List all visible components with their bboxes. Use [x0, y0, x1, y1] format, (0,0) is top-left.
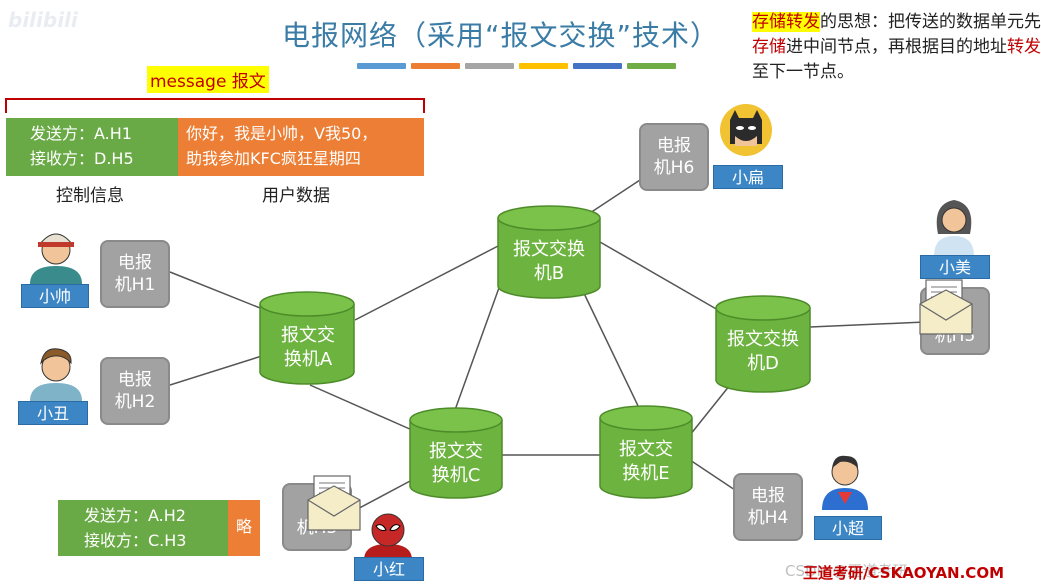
control-info-caption: 控制信息 [56, 186, 124, 206]
host-h1-line2: 机H1 [114, 275, 156, 295]
switch-a-cylinder [259, 291, 355, 385]
link-e-d [689, 384, 731, 436]
switch-c-label: 报文交 换机C [410, 440, 502, 488]
envelope-icon-h5 [919, 279, 973, 335]
host-h2[interactable]: 电报机H2 [100, 357, 170, 425]
control-receiver: 接收方：D.H5 [30, 149, 134, 168]
bilibili-logo: bilibili [8, 8, 78, 32]
message2-receiver: 接收方：C.H3 [84, 531, 187, 550]
xiaohong-avatar [364, 513, 412, 560]
switch-a-line2: 换机A [283, 349, 333, 370]
message2-control-box: 发送方：A.H2 接收方：C.H3 [58, 500, 228, 556]
user-data-caption: 用户数据 [262, 186, 330, 206]
title-bar-gray [465, 63, 514, 69]
link-a-b [354, 244, 501, 321]
message-bracket [5, 98, 425, 113]
link-h1-a [169, 271, 266, 311]
switch-e-cylinder [599, 405, 693, 499]
link-b-e [579, 284, 641, 411]
switch-d-label: 报文交换 机D [716, 328, 810, 376]
user-data-box: 你好，我是小帅，V我50， 助我参加KFC疯狂星期四 [178, 118, 424, 176]
desc-text-1: 的思想：把传送的数据单元先 [820, 12, 1041, 32]
xiaochao-avatar [822, 455, 868, 510]
highlight-store-forward: 存储转发 [752, 12, 820, 32]
switch-d-line1: 报文交换 [727, 329, 799, 350]
nametag-xiaobian: 小扁 [713, 165, 783, 189]
host-h4[interactable]: 电报机H4 [733, 473, 803, 541]
host-h6-line1: 电报 [656, 136, 691, 156]
link-a-c [309, 384, 413, 431]
desc-text-3: 至下一节点。 [752, 62, 854, 82]
switch-b-cylinder [497, 205, 601, 299]
envelope-icon-h3 [307, 475, 361, 531]
title-bar-orange [411, 63, 460, 69]
desc-red-forward: 转发 [1007, 37, 1041, 57]
xiaoshuai-avatar [30, 233, 82, 284]
link-e-h4 [689, 459, 736, 491]
switch-e-line1: 报文交 [619, 439, 673, 460]
nametag-xiaomei: 小美 [920, 255, 990, 279]
switch-d-line2: 机D [747, 353, 779, 374]
site-credit: 王道考研/CSKAOYAN.COM [803, 564, 1004, 582]
switch-b-line1: 报文交换 [513, 239, 585, 260]
switch-a-line1: 报文交 [281, 325, 335, 346]
switch-b-line2: 机B [533, 263, 565, 284]
message2-omitted-box: 略 [228, 500, 260, 556]
host-h2-line2: 机H2 [114, 392, 156, 412]
link-d-h5 [809, 321, 926, 328]
link-b-d [599, 241, 719, 311]
link-h2-a [169, 354, 266, 386]
title-bar-yellow [519, 63, 568, 69]
page-title: 电报网络（采用“报文交换”技术） [282, 19, 720, 52]
switch-c-line1: 报文交 [429, 441, 483, 462]
switch-d-cylinder [715, 295, 811, 393]
host-h6[interactable]: 电报机H6 [639, 123, 709, 191]
nametag-xiaochao: 小超 [814, 516, 882, 540]
message-label: message 报文 [147, 66, 269, 93]
host-h4-line2: 机H4 [747, 508, 789, 528]
title-bar-green [627, 63, 676, 69]
xiaochou-avatar [30, 348, 82, 401]
host-h1-line1: 电报 [117, 253, 152, 273]
message2-sender: 发送方：A.H2 [84, 506, 186, 525]
title-bar-darkblue [573, 63, 622, 69]
desc-text-2: 进中间节点，再根据目的地址 [786, 37, 1007, 57]
nametag-xiaochou: 小丑 [18, 401, 88, 425]
switch-a-label: 报文交 换机A [262, 324, 354, 372]
control-sender: 发送方：A.H1 [30, 124, 132, 143]
nametag-xiaoshuai: 小帅 [21, 284, 89, 308]
switch-c-cylinder [409, 407, 503, 499]
host-h4-line1: 电报 [750, 486, 785, 506]
title-bar-blue [357, 63, 406, 69]
csdn-watermark: CSDN @王道考研 [785, 562, 908, 580]
link-b-c [454, 284, 501, 411]
host-h2-line1: 电报 [117, 370, 152, 390]
host-h6-line2: 机H6 [653, 158, 695, 178]
switch-e-line2: 换机E [622, 463, 670, 484]
link-b-h6 [589, 179, 641, 214]
switch-c-line2: 换机C [431, 465, 481, 486]
desc-red-store: 存储 [752, 37, 786, 57]
user-data-line2: 助我参加KFC疯狂星期四 [186, 149, 361, 168]
host-h1[interactable]: 电报机H1 [100, 240, 170, 308]
store-forward-description: 存储转发的思想：把传送的数据单元先存储进中间节点，再根据目的地址转发至下一节点。 [752, 10, 1041, 85]
xiaomei-avatar [934, 200, 974, 256]
nametag-xiaohong: 小红 [354, 557, 424, 581]
control-info-box: 发送方：A.H1 接收方：D.H5 [6, 118, 178, 176]
user-data-line1: 你好，我是小帅，V我50， [186, 124, 378, 143]
switch-e-label: 报文交 换机E [600, 438, 692, 486]
switch-b-label: 报文交换 机B [498, 238, 600, 286]
xiaobian-avatar [720, 104, 772, 156]
